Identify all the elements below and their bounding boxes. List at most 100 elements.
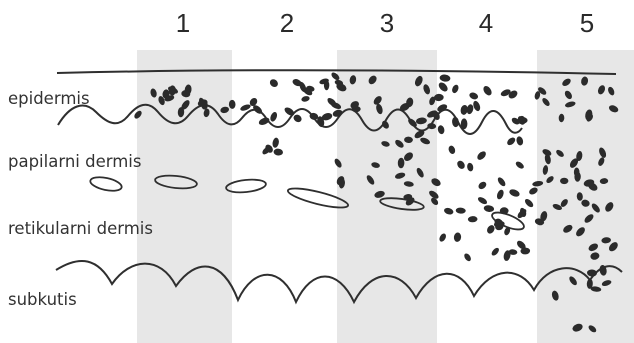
cell-dot (468, 91, 479, 100)
label-reticular-dermis: retikularni dermis (8, 219, 153, 238)
cell-dot (273, 148, 283, 156)
cell-dot (560, 178, 568, 184)
cell-dot (437, 81, 449, 93)
capillary-loop (286, 185, 349, 212)
cell-dot (601, 237, 611, 244)
capillary-loop (225, 178, 266, 194)
cell-dot (583, 213, 595, 225)
cell-dot (607, 86, 616, 96)
capillary-loop (89, 175, 123, 193)
cell-dot (451, 84, 460, 94)
cell-dot (590, 202, 601, 214)
cell-dot (349, 75, 357, 85)
cell-dot (333, 157, 343, 168)
cell-dot (590, 252, 600, 261)
cell-dot (220, 106, 230, 114)
cell-dot (133, 109, 143, 120)
cell-dot (555, 149, 565, 159)
cell-dot (456, 207, 466, 214)
cell-dot (608, 104, 620, 114)
cell-dot (466, 104, 474, 115)
capillary-loop (380, 196, 425, 212)
cell-dot (571, 322, 584, 333)
cell-dot (463, 252, 472, 262)
cell-dot (532, 180, 544, 187)
cell-dot (477, 196, 489, 206)
inflammatory-cells (133, 71, 620, 334)
capillary-loop (154, 174, 197, 190)
cell-dot (229, 100, 236, 109)
cell-dot (430, 177, 442, 188)
cell-dot (545, 175, 555, 185)
cell-dot (365, 174, 376, 186)
cell-dot (443, 207, 454, 216)
label-subcutis: subkutis (8, 290, 77, 309)
cell-dot (453, 232, 461, 242)
cell-dot (468, 216, 478, 223)
cell-dot (381, 140, 391, 147)
cell-dot (374, 190, 386, 199)
cell-dot (330, 71, 341, 81)
cell-dot (496, 189, 505, 201)
cell-dot (528, 186, 539, 196)
cell-dot (466, 162, 474, 172)
cell-dot (203, 108, 210, 118)
cell-dot (515, 160, 526, 170)
cell-dot (587, 269, 597, 277)
label-epidermis: epidermis (8, 89, 90, 108)
cell-dot (587, 242, 599, 253)
cell-dot (419, 136, 431, 145)
cell-dot (283, 106, 296, 117)
cell-dot (541, 97, 551, 108)
cell-dot (482, 84, 494, 96)
cell-dot (597, 156, 606, 166)
cell-dot (561, 77, 572, 87)
cell-dot (324, 80, 329, 90)
cell-dot (422, 83, 431, 95)
cell-dot (301, 95, 311, 102)
cell-dot (562, 223, 574, 234)
cell-dot (574, 226, 586, 238)
cell-dot (371, 161, 381, 168)
cell-dot (476, 150, 488, 162)
cell-dot (437, 125, 445, 135)
cell-dot (404, 136, 413, 143)
cell-dot (398, 158, 405, 169)
cell-dot (506, 136, 517, 147)
cell-dot (447, 145, 456, 155)
cell-dot (580, 76, 588, 86)
cell-dot (272, 137, 280, 148)
cell-dot (394, 171, 406, 179)
cell-dot (375, 103, 384, 115)
cell-dot (500, 207, 509, 214)
capillary-loops (89, 174, 526, 233)
cell-dot (559, 114, 565, 123)
cell-dot (367, 74, 378, 86)
skin-surface-line (57, 70, 616, 74)
label-papillary-dermis: papilarni dermis (8, 152, 142, 171)
cell-dot (413, 75, 424, 88)
cell-dot (598, 146, 608, 158)
cell-dot (576, 192, 583, 201)
cell-dot (551, 290, 560, 302)
cell-dot (564, 100, 576, 108)
cell-dot (439, 74, 451, 82)
cell-dot (332, 109, 344, 118)
cell-dot (603, 201, 615, 214)
cell-dot (269, 111, 278, 123)
cell-dot (483, 205, 494, 213)
cell-dot (452, 117, 460, 128)
cell-dot (403, 181, 414, 188)
cell-dot (508, 188, 520, 198)
cell-dot (490, 247, 500, 257)
cell-dot (258, 116, 271, 126)
cell-dot (597, 84, 607, 95)
cell-dot (601, 279, 612, 287)
cell-dot (461, 118, 468, 129)
cell-dot (416, 117, 428, 125)
cell-dot (456, 159, 467, 170)
cell-dot (434, 94, 444, 102)
cell-dot (150, 88, 158, 98)
